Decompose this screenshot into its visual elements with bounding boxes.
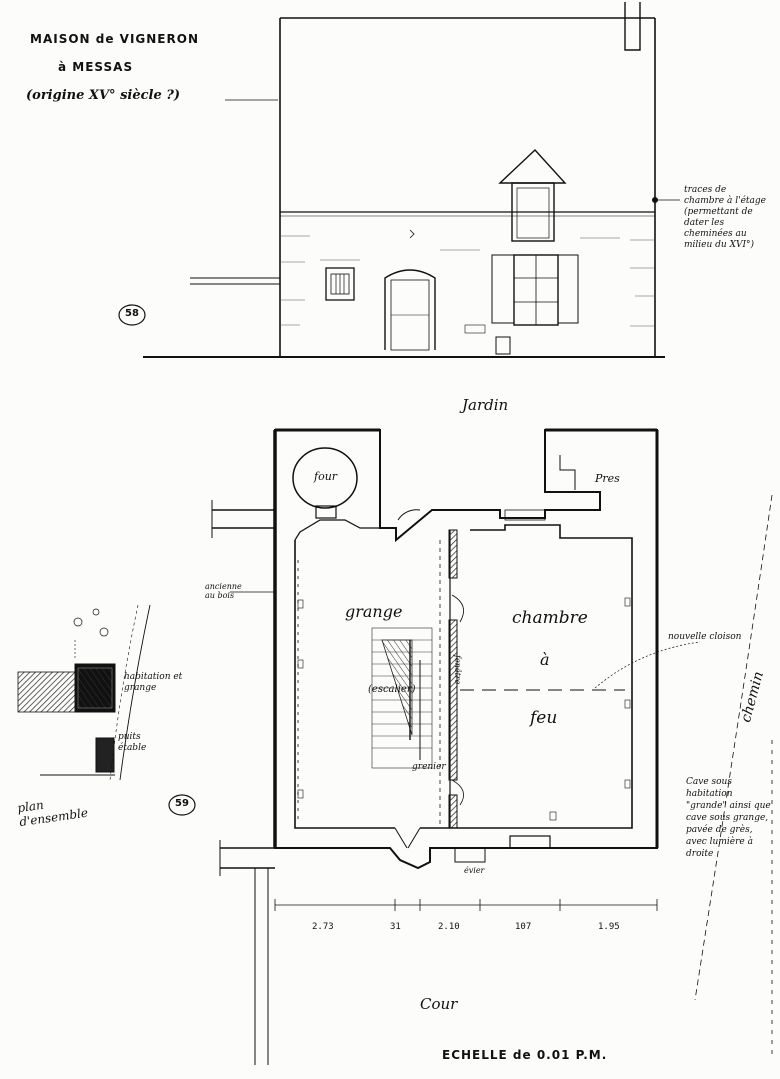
site-plan-inset	[17, 604, 151, 781]
label-a: à	[540, 650, 550, 669]
label-escalier: (escalier)	[368, 684, 416, 695]
facade-elevation	[143, 2, 680, 358]
cave-note: Cave sous habitation "grande" ainsi que …	[686, 777, 771, 859]
title-line-1: MAISON de VIGNERON	[30, 32, 199, 46]
label-nouvelle-cloison: nouvelle cloison	[668, 632, 742, 642]
plan-badge: 59	[175, 798, 189, 809]
label-grenier: grenier	[412, 762, 446, 772]
title-line-3: (origine XV° siècle ?)	[26, 88, 181, 103]
label-fenetre: fenêtre	[453, 655, 462, 685]
label-pres: Pres	[595, 472, 620, 485]
dimension-1: 2.73	[312, 922, 334, 932]
inset-label-top: habitation et grange	[124, 672, 183, 693]
label-four: four	[314, 470, 338, 483]
dimension-4: 107	[515, 922, 532, 932]
label-jardin: Jardin	[462, 396, 509, 414]
elevation-note: traces de chambre à l'étage (permettant …	[684, 185, 766, 250]
dimension-2: 31	[390, 922, 401, 932]
label-feu: feu	[530, 708, 558, 728]
title-line-2: à MESSAS	[58, 60, 134, 74]
elevation-badge: 58	[125, 308, 139, 319]
inset-label-bottom: puits étable	[118, 732, 147, 753]
dimension-5: 1.95	[598, 922, 620, 932]
label-ancienne-au-bois: ancienne au bois	[205, 582, 242, 600]
label-cour: Cour	[420, 995, 458, 1013]
scale-label: ECHELLE de 0.01 P.M.	[442, 1048, 608, 1062]
label-evier: évier	[464, 866, 485, 875]
floor-plan	[211, 428, 773, 1065]
label-grange: grange	[345, 602, 403, 621]
dimension-3: 2.10	[438, 922, 460, 932]
label-chambre: chambre	[512, 608, 588, 628]
